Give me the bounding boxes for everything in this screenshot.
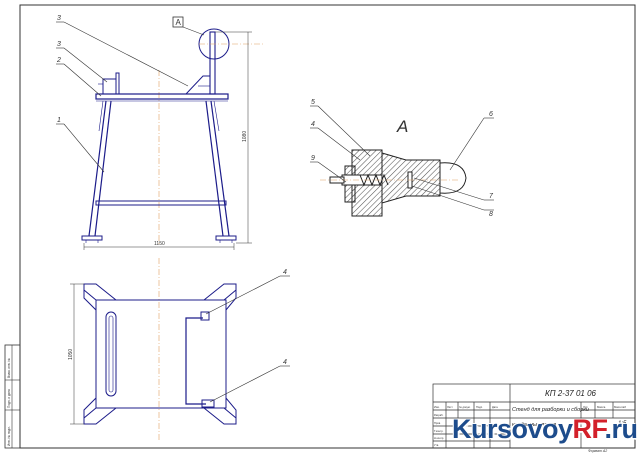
tb-header-list: Лист	[447, 405, 453, 409]
sheet-scale: 1:5	[618, 421, 627, 427]
dimension-height: 1080	[242, 131, 248, 142]
tb-role-prov: Пров.	[434, 421, 441, 425]
detail-a-callout-box	[172, 16, 184, 28]
tb-col-masshtab: Масштаб	[614, 405, 626, 409]
cross-brace	[95, 200, 227, 206]
drawing-title-line1: Стенд для разборки и сборки	[512, 407, 589, 413]
front-callout-4: 1	[57, 117, 61, 124]
dimension-width-front: 1150	[154, 241, 165, 247]
tb-header-date: Дата	[492, 405, 498, 409]
front-callout-3: 2	[56, 57, 61, 64]
drawing-title-line2: карданных валов	[512, 422, 556, 428]
drawing-code: КП 2-37 01 06	[545, 389, 597, 398]
detail-a-callout-label: А	[176, 18, 182, 27]
tb-role-nkontr: Н.контр.	[434, 436, 444, 440]
detail-a-view	[320, 149, 467, 217]
watermark-logo: KursovoyRF.ru	[452, 414, 638, 450]
detail-callout-7: 7	[489, 193, 494, 200]
watermark-main: Kursovoy	[452, 414, 573, 444]
front-view-callouts	[56, 21, 189, 173]
tb-header-doc: № докум.	[459, 406, 471, 409]
front-callout-2: 3	[57, 41, 61, 48]
foot-left	[81, 235, 103, 241]
detail-callout-9: 9	[311, 155, 315, 162]
tb-col-massa: Масса	[597, 405, 606, 409]
foot-right	[215, 235, 237, 241]
plan-right-bar	[185, 317, 206, 405]
detail-callouts	[310, 105, 494, 211]
tb-header-sign: Подп.	[476, 405, 483, 409]
detail-knob	[439, 162, 467, 194]
side-stamp-label-2: Подп. и дата	[7, 389, 11, 408]
detail-callout-4: 4	[311, 121, 315, 128]
plan-view-callouts	[205, 275, 290, 403]
tb-role-razrab: Разраб.	[434, 413, 444, 417]
tb-role-utv: Утв.	[434, 443, 439, 447]
stand-legs	[88, 100, 230, 237]
front-callout-1: 3	[57, 15, 61, 22]
plan-view-dimensions	[70, 283, 84, 425]
tabletop	[95, 93, 229, 100]
detail-a-title: А	[396, 117, 408, 136]
plan-callout-2: 4	[283, 359, 287, 366]
plan-corner-braces	[83, 283, 237, 425]
plan-left-slot	[105, 311, 117, 397]
detail-spring	[359, 173, 389, 187]
plan-callout-1: 4	[283, 269, 287, 276]
sheet-frame	[19, 4, 636, 449]
detail-callout-5: 5	[311, 99, 315, 106]
dimension-width-plan: 1050	[68, 349, 74, 360]
watermark-accent: RF	[572, 414, 606, 444]
left-support	[98, 72, 120, 95]
right-support	[184, 31, 216, 95]
detail-callout-6: 6	[489, 111, 493, 118]
plan-view	[83, 258, 237, 440]
tb-role-tkontr: Т.контр.	[434, 429, 444, 433]
title-block	[432, 383, 636, 449]
front-view-dimensions	[83, 31, 252, 250]
tb-header-izm: Изм.	[434, 405, 440, 409]
watermark-suffix: .ru	[604, 414, 639, 444]
side-stamp-label-1: Инв. № подл.	[7, 426, 11, 446]
tb-col-lit: Лит.	[583, 405, 588, 409]
side-stamp-label-3: Взам. инв. №	[7, 358, 11, 378]
sheet-format: Формат А2	[588, 449, 607, 453]
front-view	[81, 16, 264, 245]
plan-frame	[95, 299, 227, 409]
detail-callout-8: 8	[489, 211, 493, 218]
side-stamp: Инв. № подл. Подп. и дата Взам. инв. №	[4, 344, 21, 449]
